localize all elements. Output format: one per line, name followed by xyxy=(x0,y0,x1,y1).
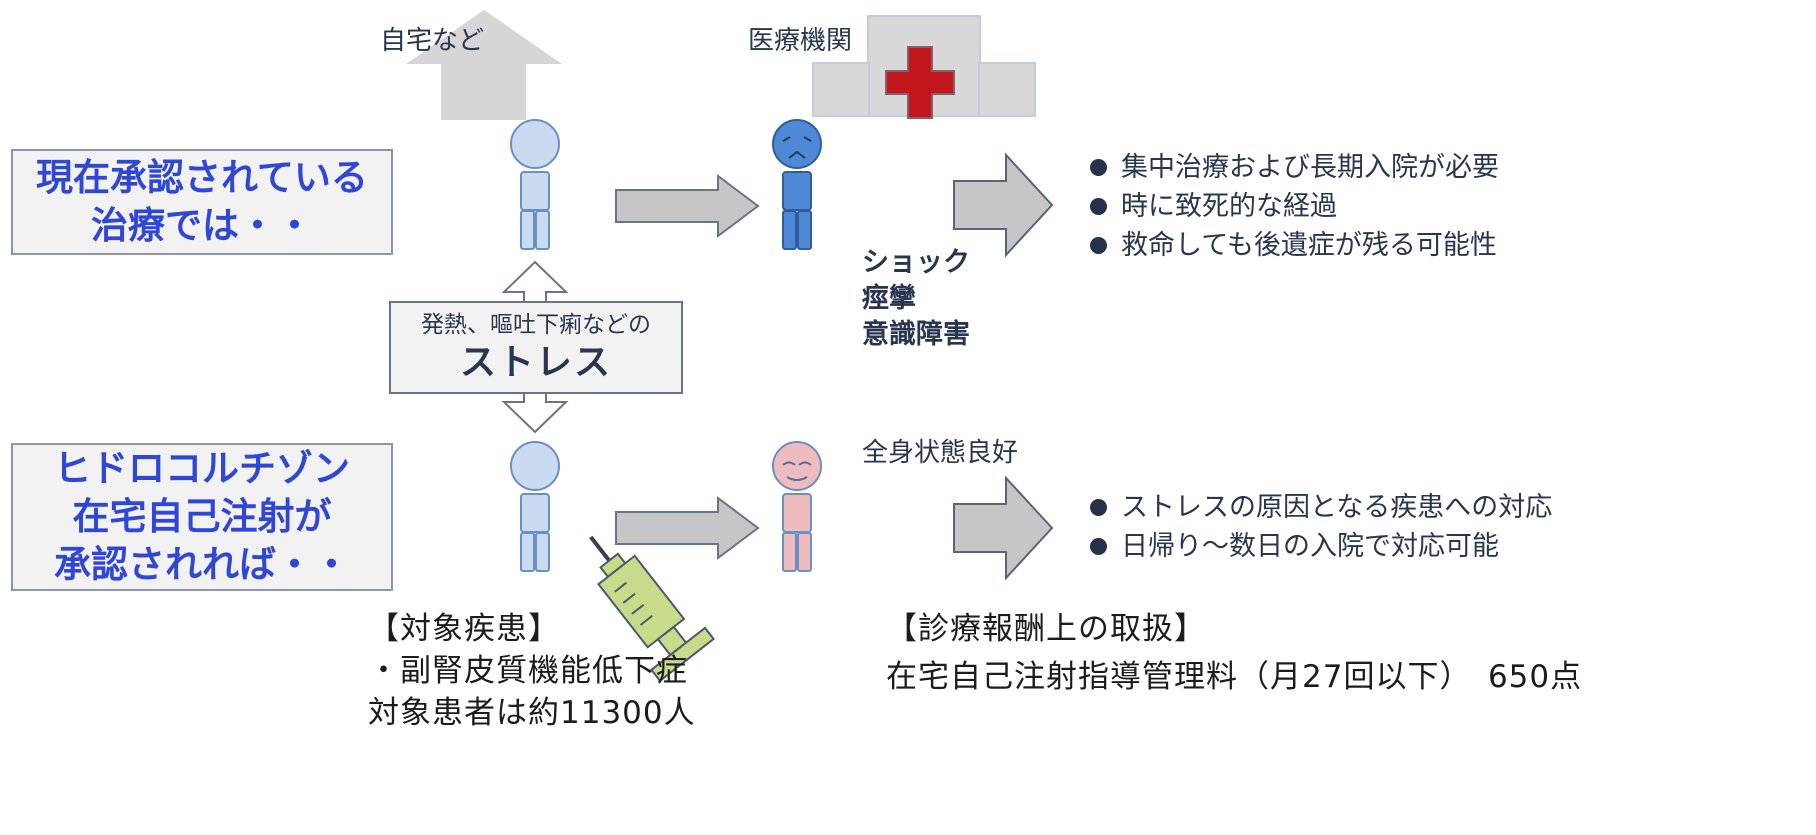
person-well-icon xyxy=(772,441,822,572)
outcome-text: 救命しても後遺症が残る可能性 xyxy=(1121,230,1497,261)
outcome-arrow-bottom xyxy=(953,475,1054,581)
bullet-icon xyxy=(1090,198,1107,215)
outcome-text: 時に致死的な経過 xyxy=(1121,191,1337,222)
target-disease-item: ・副腎皮質機能低下症 xyxy=(368,653,688,689)
list-item: ストレスの原因となる疾患への対応 xyxy=(1090,488,1552,527)
target-disease-heading: 【対象疾患】 xyxy=(368,611,560,647)
new-outcomes-list: ストレスの原因となる疾患への対応 日帰り～数日の入院で対応可能 xyxy=(1090,488,1552,566)
red-cross-icon xyxy=(885,46,955,119)
current-treatment-line2: 治療では・・ xyxy=(91,204,313,247)
stress-title: ストレス xyxy=(459,341,612,383)
reimbursement-heading: 【診療報酬上の取扱】 xyxy=(886,611,1206,647)
bullet-icon xyxy=(1090,237,1107,254)
outcome-text: ストレスの原因となる疾患への対応 xyxy=(1121,492,1553,523)
symptom-seizure: 痙攣 xyxy=(862,283,916,314)
current-outcomes-list: 集中治療および長期入院が必要 時に致死的な経過 救命しても後遺症が残る可能性 xyxy=(1090,148,1499,265)
hospital-icon xyxy=(812,15,1036,119)
symptom-consciousness: 意識障害 xyxy=(862,319,970,350)
new-treatment-line3: 承認されれば・・ xyxy=(54,543,350,586)
reimbursement-block: 【診療報酬上の取扱】 在宅自己注射指導管理料（月27回以下） 650点 xyxy=(886,608,1582,698)
person-sick-icon xyxy=(772,119,822,250)
target-patient-count: 対象患者は約11300人 xyxy=(368,695,696,731)
hospital-label: 医療機関 xyxy=(748,26,853,56)
bullet-icon xyxy=(1090,538,1107,555)
stress-box: 発熱、嘔吐下痢などの ストレス xyxy=(389,301,683,394)
list-item: 時に致死的な経過 xyxy=(1090,187,1499,226)
bullet-icon xyxy=(1090,159,1107,176)
current-treatment-line1: 現在承認されている xyxy=(36,156,368,199)
house-icon xyxy=(406,10,562,120)
stress-cause-text: 発熱、嘔吐下痢などの xyxy=(421,311,651,338)
syringe-icon xyxy=(589,535,715,683)
outcome-text: 日帰り～数日の入院で対応可能 xyxy=(1121,531,1499,562)
home-label: 自宅など xyxy=(380,26,485,56)
person-before-stress-icon xyxy=(510,119,560,250)
list-item: 日帰り～数日の入院で対応可能 xyxy=(1090,527,1552,566)
symptom-shock: ショック xyxy=(862,247,970,278)
new-treatment-line1: ヒドロコルチゾン xyxy=(54,447,350,490)
outcome-arrow-top xyxy=(953,152,1054,258)
new-treatment-line2: 在宅自己注射が xyxy=(72,495,332,538)
reimbursement-detail: 在宅自己注射指導管理料（月27回以下） 650点 xyxy=(886,659,1583,695)
symptom-list: ショック 痙攣 意識障害 xyxy=(862,245,970,353)
list-item: 集中治療および長期入院が必要 xyxy=(1090,148,1499,187)
bullet-icon xyxy=(1090,499,1107,516)
list-item: 救命しても後遺症が残る可能性 xyxy=(1090,226,1499,265)
current-treatment-box: 現在承認されている 治療では・・ xyxy=(11,149,393,255)
good-condition-label: 全身状態良好 xyxy=(862,438,1019,468)
progress-arrow-top xyxy=(615,174,760,238)
outcome-text: 集中治療および長期入院が必要 xyxy=(1121,152,1499,183)
person-with-injection-icon xyxy=(510,441,560,572)
new-treatment-box: ヒドロコルチゾン 在宅自己注射が 承認されれば・・ xyxy=(11,443,393,591)
target-disease-block: 【対象疾患】 ・副腎皮質機能低下症 対象患者は約11300人 xyxy=(368,608,696,734)
progress-arrow-bottom xyxy=(615,496,760,560)
